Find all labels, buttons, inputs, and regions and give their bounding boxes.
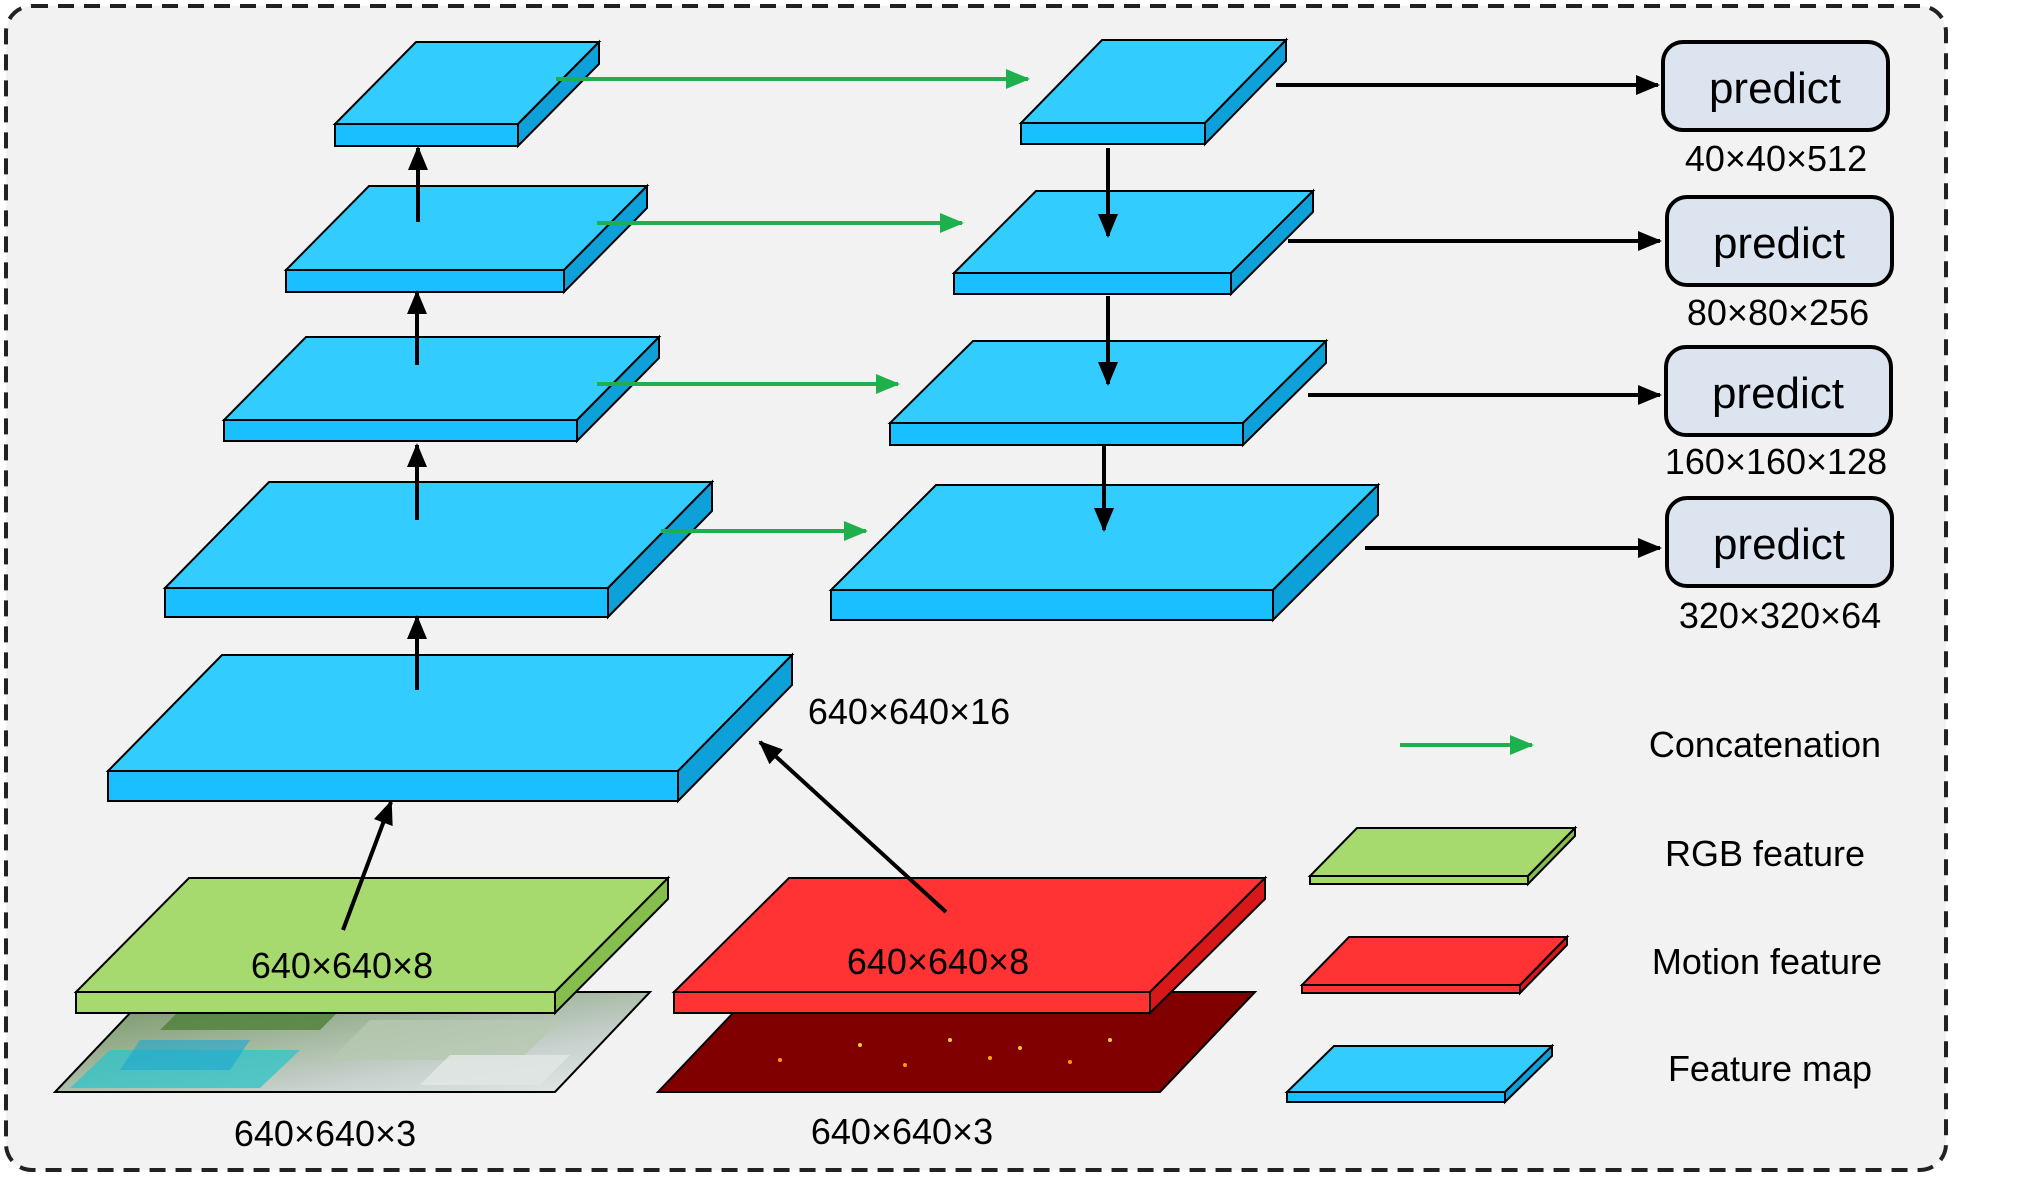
predict-label-2: predict [1713,219,1845,268]
arrow-rgb-to-fused [341,800,393,931]
motion-feature-slab [671,875,1268,1016]
arrow-motion-to-fused [758,740,948,914]
legend-motion-swatch [1299,934,1570,996]
motion-input-image [655,991,1258,1093]
output-dim-1: 40×40×512 [1685,138,1867,179]
legend-feature-map-swatch [1284,1043,1555,1105]
feature-map-fused [105,652,795,804]
motion-feature-dim-label: 640×640×8 [847,941,1029,982]
legend-rgb-swatch [1307,825,1578,887]
legend-motion-label: Motion feature [1652,941,1882,982]
fused-dim-label: 640×640×16 [808,691,1010,732]
rgb-feature-slab [73,875,671,1016]
output-dim-4: 320×320×64 [1679,595,1881,636]
feature-map-left-3 [221,334,662,444]
rgb-input-dim-label: 640×640×3 [234,1113,416,1154]
predict-label-4: predict [1713,520,1845,569]
predict-box-4: predict [1665,496,1894,588]
feature-map-left-1 [332,39,602,149]
predict-label-3: predict [1712,369,1844,418]
feature-map-left-2 [283,183,650,295]
output-dim-3: 160×160×128 [1665,441,1887,482]
feature-map-right-4 [828,482,1381,623]
legend-rgb-label: RGB feature [1665,833,1865,874]
feature-map-right-2 [951,188,1316,297]
rgb-feature-dim-label: 640×640×8 [251,945,433,986]
legend-concatenation-label: Concatenation [1649,724,1881,765]
output-dim-2: 80×80×256 [1687,292,1869,333]
feature-map-right-1 [1018,37,1289,147]
predict-label-1: predict [1709,64,1841,113]
motion-input-dim-label: 640×640×3 [811,1111,993,1152]
legend-feature-map-label: Feature map [1668,1048,1872,1089]
predict-box-2: predict [1665,195,1894,287]
feature-map-left-4 [162,479,715,620]
predict-box-1: predict [1661,40,1890,132]
predict-box-3: predict [1664,345,1893,437]
